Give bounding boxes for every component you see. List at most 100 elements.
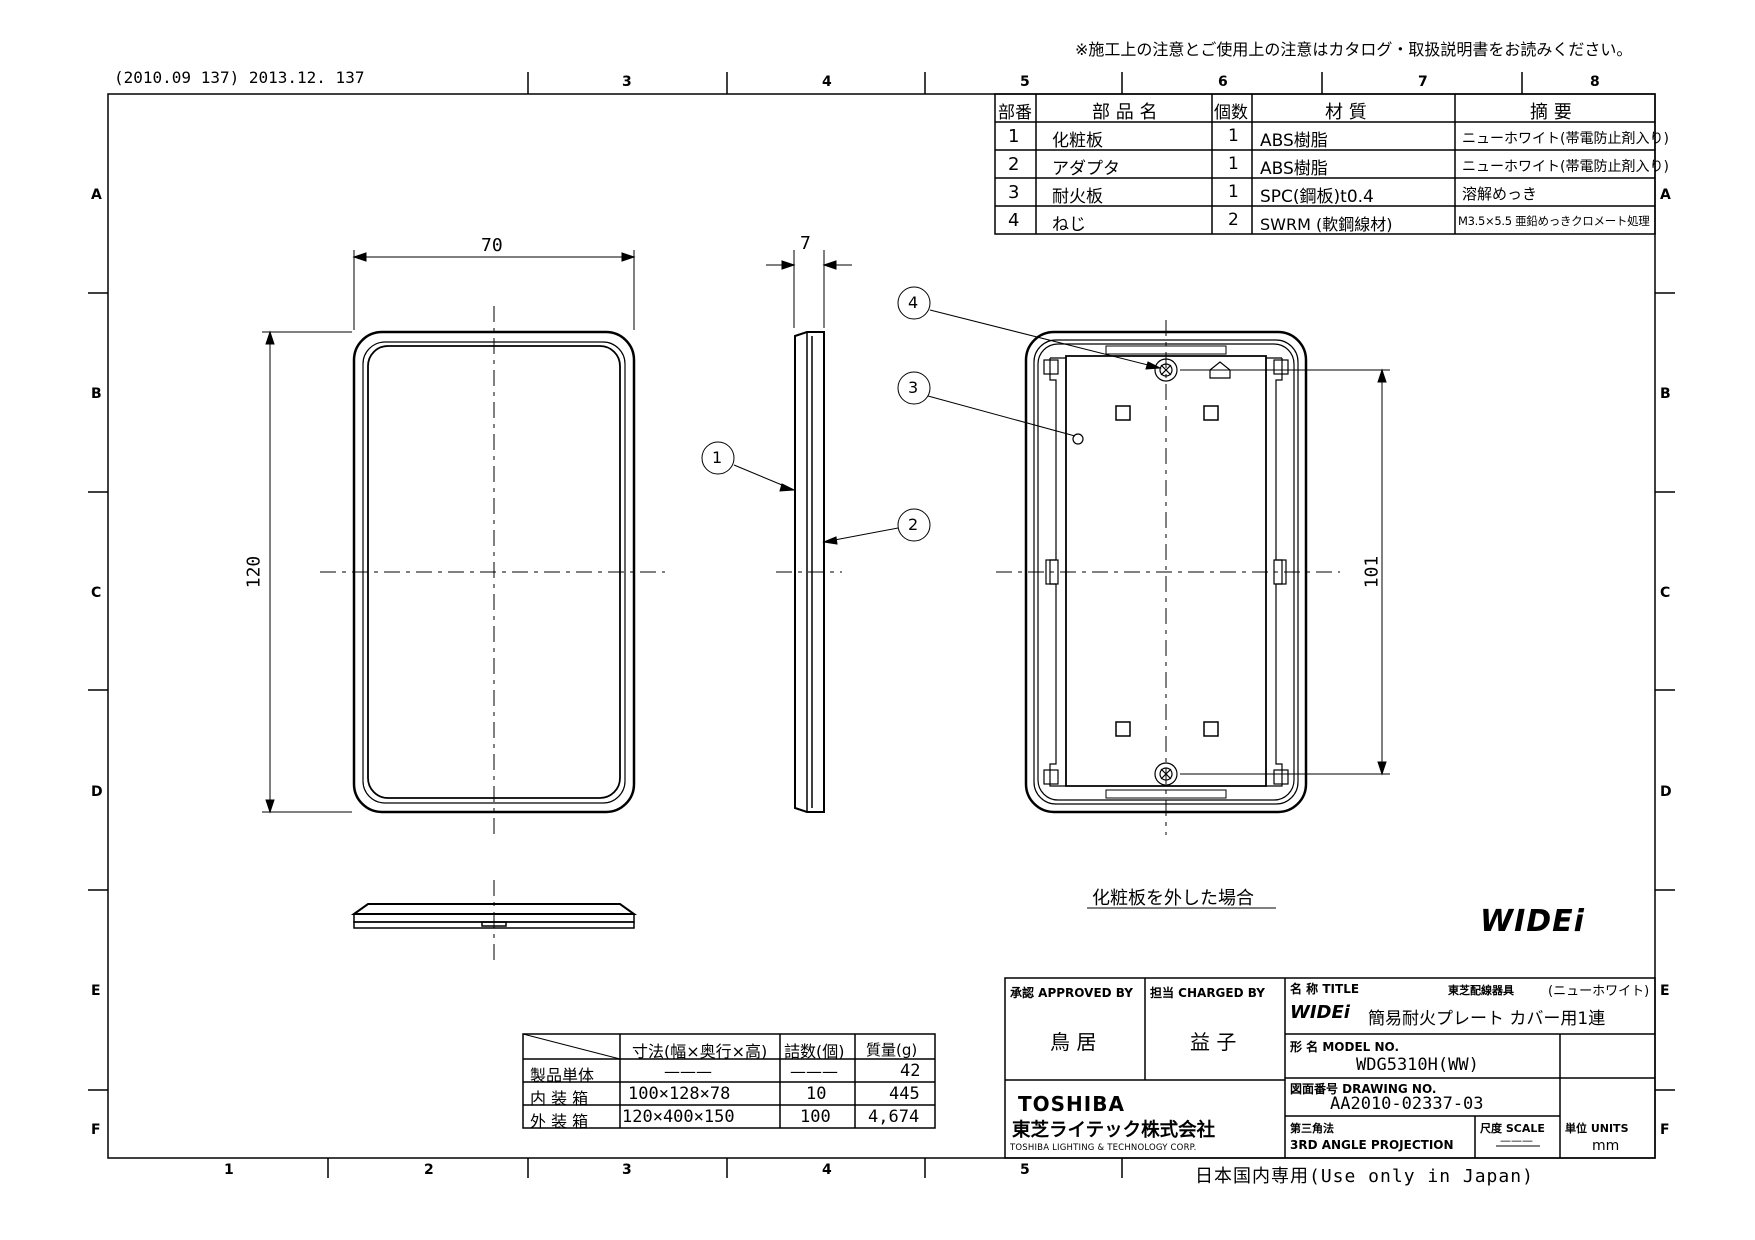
revision-history: (2010.09 137) 2013.12. 137 — [114, 68, 365, 87]
part-note: ニューホワイト(帯電防止剤入り) — [1462, 131, 1669, 147]
package-header-count: 詰数(個) — [784, 1042, 845, 1061]
dim-screw-pitch-label: 101 — [1361, 555, 1383, 589]
part-name: 化粧板 — [1052, 131, 1103, 151]
dim-width — [352, 250, 636, 330]
package-header-size: 寸法(幅×奥行×高) — [632, 1042, 768, 1061]
part-qty: 1 — [1228, 182, 1239, 202]
dim-screw-pitch — [1180, 368, 1390, 776]
approved-label: 承認 APPROVED BY — [1010, 986, 1133, 1000]
title-label: 名 称 TITLE — [1290, 982, 1360, 996]
dim-height — [262, 330, 352, 814]
part-name: 耐火板 — [1052, 187, 1103, 207]
package-table-grid — [522, 1033, 936, 1129]
parts-table-grid — [994, 93, 1656, 235]
part-note: 溶解めっき — [1462, 185, 1538, 203]
grid-row-label: F — [91, 1122, 101, 1138]
view-caption: 化粧板を外した場合 — [1092, 888, 1254, 909]
part-no: 4 — [1008, 210, 1020, 231]
package-row-size: 100×128×78 — [628, 1084, 731, 1104]
package-row-size: 120×400×150 — [622, 1107, 735, 1127]
package-row-mass: 4,674 — [868, 1107, 920, 1127]
grid-col-label: 7 — [1418, 74, 1428, 90]
package-row-mass: 445 — [889, 1084, 920, 1104]
title-block-grid — [1004, 977, 1656, 1159]
scale-label: 尺度 SCALE — [1480, 1122, 1545, 1135]
model-number: WDG5310H(WW) — [1356, 1055, 1479, 1075]
grid-row-label: D — [1660, 784, 1672, 800]
grid-row-label: D — [91, 784, 103, 800]
package-row-mass: 42 — [900, 1061, 921, 1081]
dim-width-label: 70 — [481, 235, 503, 256]
grid-col-label: 3 — [622, 1162, 632, 1178]
grid-row-label: C — [91, 585, 102, 601]
balloons-rear — [897, 286, 1162, 437]
part-no: 1 — [1008, 126, 1020, 147]
grid-row-label: A — [91, 187, 102, 203]
charged-name: 益 子 — [1190, 1030, 1237, 1054]
grid-row-label: C — [1660, 585, 1671, 601]
parts-header-material: 材 質 — [1325, 102, 1367, 123]
package-row-label: 外 装 箱 — [530, 1112, 589, 1131]
balloons-side — [701, 441, 931, 545]
balloon-1: 1 — [712, 448, 723, 467]
part-name: ねじ — [1052, 215, 1086, 235]
part-qty: 1 — [1228, 126, 1239, 146]
package-row-label: 製品単体 — [530, 1066, 595, 1085]
part-no: 2 — [1008, 154, 1020, 175]
model-label: 形 名 MODEL NO. — [1290, 1040, 1400, 1054]
grid-row-label: A — [1660, 187, 1671, 203]
part-note: ニューホワイト(帯電防止剤入り) — [1462, 159, 1669, 175]
grid-row-label: B — [91, 386, 102, 402]
dim-height-label: 120 — [243, 555, 265, 589]
units-label: 単位 UNITS — [1565, 1122, 1629, 1135]
units-value: mm — [1592, 1138, 1620, 1154]
drawing-label: 図面番号 DRAWING NO. — [1290, 1082, 1437, 1096]
package-row-label: 内 装 箱 — [530, 1089, 589, 1108]
title-maker: 東芝配線器具 — [1448, 984, 1514, 997]
package-row-size: ——— — [664, 1062, 712, 1081]
balloon-3: 3 — [908, 378, 919, 397]
wide-i-logo: WIDEi — [1480, 904, 1585, 939]
grid-col-label: 3 — [622, 74, 632, 90]
parts-header-qty: 個数 — [1214, 103, 1248, 123]
part-no: 3 — [1008, 182, 1020, 203]
grid-col-label: 4 — [822, 74, 832, 90]
product-title: 簡易耐火プレート カバー用1連 — [1368, 1009, 1606, 1029]
grid-col-label: 5 — [1020, 74, 1030, 90]
part-material: SWRM (軟鋼線材) — [1260, 215, 1393, 234]
part-name: アダプタ — [1052, 159, 1120, 179]
grid-col-label: 5 — [1020, 1162, 1030, 1178]
grid-row-label: F — [1660, 1122, 1670, 1138]
grid-row-label: B — [1660, 386, 1671, 402]
balloon-4: 4 — [908, 293, 919, 312]
projection-method: 3RD ANGLE PROJECTION — [1290, 1138, 1454, 1152]
part-qty: 2 — [1228, 210, 1239, 230]
part-material: ABS樹脂 — [1260, 131, 1328, 151]
charged-label: 担当 CHARGED BY — [1150, 986, 1265, 1000]
scale-value: ——— — [1500, 1134, 1533, 1147]
package-row-count: ——— — [790, 1062, 838, 1081]
grid-col-label: 1 — [224, 1162, 234, 1178]
drawing-number: AA2010-02337-03 — [1330, 1094, 1484, 1114]
title-logo: WIDEi — [1290, 1002, 1350, 1023]
sheet-border — [107, 93, 1656, 1159]
company-name-full: TOSHIBA LIGHTING & TECHNOLOGY CORP. — [1010, 1143, 1197, 1153]
parts-header-name: 部 品 名 — [1092, 102, 1158, 123]
header-note: ※施工上の注意とご使用上の注意はカタログ・取扱説明書をお読みください。 — [1075, 40, 1633, 59]
dim-depth-label: 7 — [800, 233, 811, 254]
rear-centerlines — [996, 320, 1340, 835]
projection-label: 第三角法 — [1290, 1122, 1334, 1135]
approved-name: 鳥 居 — [1050, 1030, 1097, 1054]
part-qty: 1 — [1228, 154, 1239, 174]
grid-row-label: E — [91, 983, 101, 999]
footer-note: 日本国内専用(Use only in Japan) — [1195, 1166, 1534, 1187]
side-grid-ticks — [88, 292, 1675, 1091]
package-row-count: 100 — [800, 1107, 831, 1127]
company-logo-en: TOSHIBA — [1018, 1092, 1125, 1116]
parts-header-no: 部番 — [998, 103, 1032, 123]
title-color: (ニューホワイト) — [1548, 984, 1650, 999]
top-grid-ticks — [527, 72, 1523, 94]
grid-col-label: 4 — [822, 1162, 832, 1178]
grid-col-label: 2 — [424, 1162, 434, 1178]
